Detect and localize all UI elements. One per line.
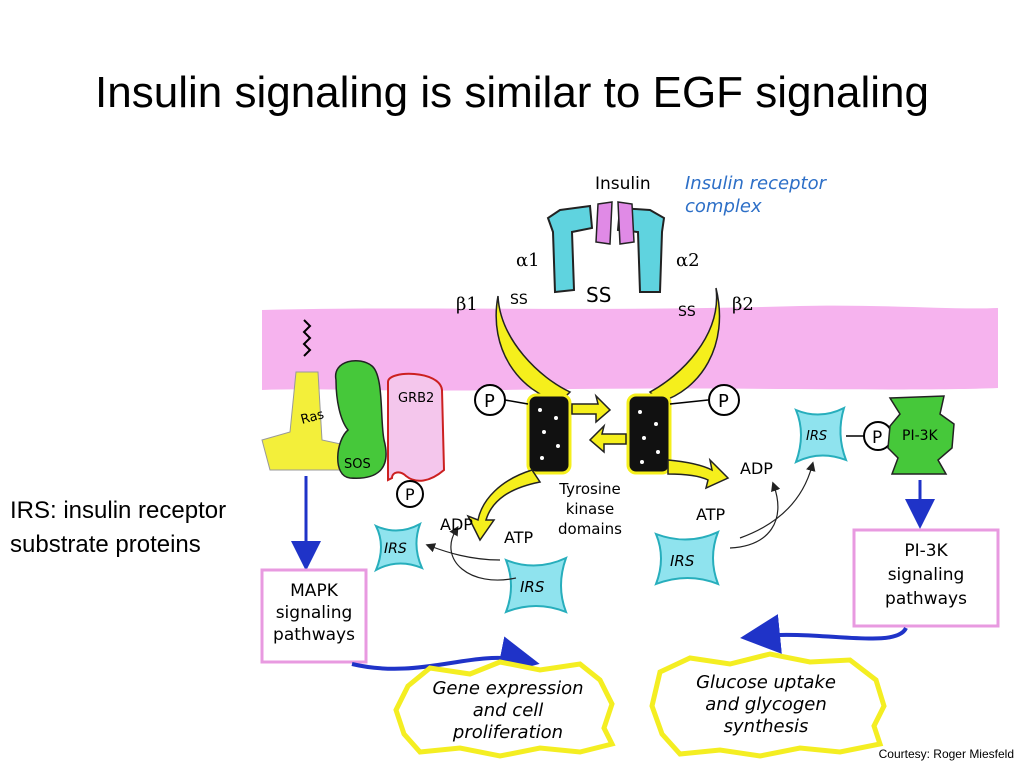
adp-left: ADP (440, 515, 473, 534)
atp-adp-arrow-right (729, 481, 781, 549)
irs-definition-line-1: IRS: insulin receptor (10, 497, 227, 524)
pi3k-box-line-2: signaling (888, 565, 965, 585)
gene-line-2: and cell (473, 700, 544, 721)
pi3k-to-glucose-arrow (740, 614, 908, 654)
irs-right-bottom-tile: IRS (654, 530, 720, 586)
receptor-complex-label-2: complex (685, 196, 762, 217)
alpha1-chain (546, 204, 594, 294)
grb2-protein (387, 372, 446, 482)
glucose-uptake-burst (649, 651, 887, 759)
phosphate-left-label: P (484, 391, 495, 412)
irs-bottom-label: IRS (520, 578, 545, 596)
sos-protein (335, 359, 387, 479)
pi3k-protein (887, 395, 955, 475)
gene-expression-burst (393, 659, 616, 759)
ras-label: Ras (299, 407, 326, 428)
pi3k-label: PI-3K (902, 428, 939, 444)
glucose-line-2: and glycogen (705, 694, 826, 715)
irs-left-label: IRS (384, 541, 407, 557)
atp-adp-arrow-left (449, 525, 517, 581)
mapk-line-3: pathways (273, 625, 355, 645)
phosphate-grb2 (396, 480, 424, 508)
pi3k-box-line-1: PI-3K (904, 541, 948, 561)
beta2-label: β2 (732, 294, 754, 315)
alpha2-label: α2 (676, 250, 700, 271)
kinase-arrow-right (667, 457, 730, 490)
pi3k-box-line-3: pathways (885, 589, 967, 609)
atp-left: ATP (504, 528, 533, 547)
glucose-line-3: synthesis (724, 716, 809, 737)
irs-definition-note: IRS: insulin receptor substrate proteins (10, 494, 226, 562)
disulfide-left: SS (510, 292, 528, 308)
kinase-arrow-left (466, 469, 542, 542)
tyrosine-line-3: domains (558, 520, 622, 538)
kinase-dots (538, 408, 660, 464)
kinase-domain-right (626, 393, 672, 475)
beta1-label: β1 (456, 294, 478, 315)
phosphate-grb2-label: P (405, 485, 415, 504)
irs-definition-line-2: substrate proteins (10, 531, 201, 558)
cell-membrane (262, 305, 998, 391)
insulin-molecule-right (617, 201, 635, 245)
sos-label: SOS (344, 457, 371, 472)
cross-arrow-right (571, 393, 612, 424)
tyrosine-line-1: Tyrosine (558, 480, 620, 498)
irs-transfer-arrow-left (425, 543, 501, 561)
cross-arrow-left (588, 423, 627, 454)
irs-left-tile: IRS (373, 521, 424, 573)
mapk-line-2: signaling (276, 603, 353, 623)
irs-bottom-tile: IRS (504, 556, 568, 614)
courtesy-credit: Courtesy: Roger Miesfeld (878, 747, 1014, 761)
disulfide-center: SS (586, 283, 611, 307)
gene-line-3: proliferation (452, 722, 563, 743)
adp-right: ADP (740, 459, 773, 478)
insulin-molecule-left (595, 201, 613, 245)
alpha1-label: α1 (516, 250, 540, 271)
receptor-complex-label-1: Insulin receptor (685, 173, 828, 194)
pi3k-pathway-box (852, 528, 1000, 628)
phosphate-pi3k-label: P (872, 428, 882, 448)
irs-right-top-tile: IRS (794, 406, 848, 465)
irs-right-bottom-label: IRS (670, 552, 695, 570)
mapk-box (260, 568, 368, 664)
mapk-line-1: MAPK (290, 581, 339, 601)
tyrosine-line-2: kinase (566, 500, 615, 518)
phosphate-right-label: P (718, 391, 729, 412)
atp-right: ATP (696, 505, 725, 524)
irs-right-top-label: IRS (806, 429, 827, 444)
disulfide-right: SS (678, 304, 696, 320)
slide-title: Insulin signaling is similar to EGF sign… (95, 68, 929, 117)
gene-line-1: Gene expression (432, 678, 583, 699)
kinase-domain-left (526, 393, 572, 475)
mapk-to-gene-arrow (351, 636, 540, 676)
ras-anchor (302, 319, 312, 357)
irs-transfer-arrow-right (739, 461, 816, 539)
phosphate-right (708, 384, 740, 416)
glucose-line-1: Glucose uptake (696, 672, 836, 693)
grb2-label: GRB2 (398, 391, 434, 406)
insulin-label: Insulin (595, 174, 651, 194)
